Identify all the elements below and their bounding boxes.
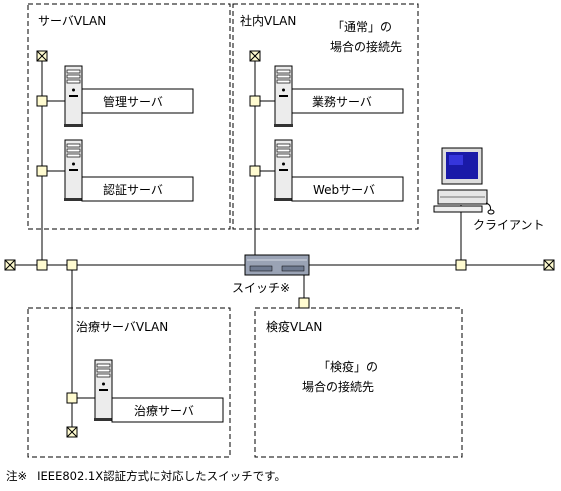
internal-vlan-label: 社内VLAN: [240, 13, 296, 28]
client-pc-icon[interactable]: [433, 147, 495, 215]
port: [36, 165, 48, 177]
port: [249, 165, 261, 177]
terminator-icon: [66, 426, 78, 438]
switch[interactable]: [244, 254, 310, 276]
business-server-icon: [273, 65, 294, 128]
web-server[interactable]: Webサーバ: [291, 176, 404, 202]
port: [298, 297, 310, 309]
web-server-icon: [273, 139, 294, 202]
treatment-server-icon: [93, 359, 114, 422]
port: [36, 95, 48, 107]
internal-vlan-box: [232, 3, 419, 230]
server-vlan-label: サーバVLAN: [38, 14, 106, 28]
internal-vlan-note-line1: 「通常」の: [332, 20, 392, 34]
treatment-server[interactable]: 治療サーバ: [111, 397, 224, 423]
business-server-label: 業務サーバ: [312, 95, 372, 109]
treatment-vlan-box: [27, 307, 231, 458]
internal-vlan-note-line2: 場合の接続先: [330, 39, 402, 54]
terminator-icon: [249, 50, 261, 62]
business-server[interactable]: 業務サーバ: [291, 88, 404, 114]
port: [66, 392, 78, 404]
terminator-icon: [4, 259, 16, 271]
quarantine-vlan-box: [254, 307, 463, 458]
server-vlan-box: [27, 3, 231, 230]
authentication-server-icon: [63, 139, 84, 202]
management-server-icon: [63, 65, 84, 128]
terminator-icon: [543, 259, 555, 271]
switch-label: スイッチ※: [232, 281, 290, 295]
port: [455, 259, 467, 271]
authentication-server[interactable]: 認証サーバ: [81, 176, 194, 202]
port: [66, 259, 78, 271]
footnote: 注※ IEEE802.1X認証方式に対応したスイッチです。: [6, 468, 286, 484]
management-server[interactable]: 管理サーバ: [81, 88, 194, 114]
client-label: クライアント: [473, 218, 545, 232]
quarantine-vlan-note-line2: 場合の接続先: [302, 379, 374, 394]
treatment-vlan-label: 治療サーバVLAN: [76, 320, 168, 334]
management-server-label: 管理サーバ: [103, 94, 163, 109]
web-server-label: Webサーバ: [313, 183, 375, 197]
quarantine-vlan-note-line1: 「検疫」の: [318, 359, 378, 374]
port: [36, 259, 48, 271]
port: [249, 95, 261, 107]
footnote-text: IEEE802.1X認証方式に対応したスイッチです。: [37, 469, 286, 483]
authentication-server-label: 認証サーバ: [103, 182, 163, 197]
footnote-marker: 注※: [6, 469, 28, 483]
quarantine-vlan-label: 検疫VLAN: [266, 319, 322, 334]
terminator-icon: [36, 50, 48, 62]
treatment-server-label: 治療サーバ: [134, 404, 194, 418]
